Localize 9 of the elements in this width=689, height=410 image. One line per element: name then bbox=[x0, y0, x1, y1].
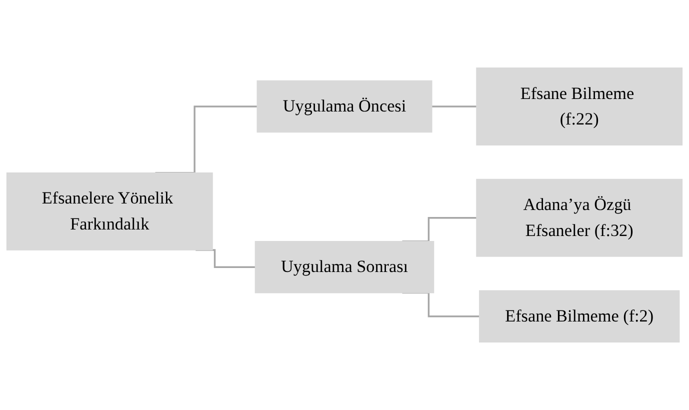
node-box: Adana’ya Özgü Efsaneler (f:32) bbox=[476, 178, 683, 257]
node-box: Efsane Bilmeme (f:2) bbox=[479, 290, 680, 342]
node-box: Uygulama Öncesi bbox=[256, 80, 432, 133]
node-box: Uygulama Sonrası bbox=[254, 240, 434, 294]
connector bbox=[432, 106, 477, 108]
node-box: Efsanelere Yönelik Farkındalık bbox=[6, 172, 213, 250]
connector bbox=[402, 292, 480, 318]
connector bbox=[196, 249, 256, 268]
node-box: Efsane Bilmeme (f:22) bbox=[476, 68, 683, 146]
